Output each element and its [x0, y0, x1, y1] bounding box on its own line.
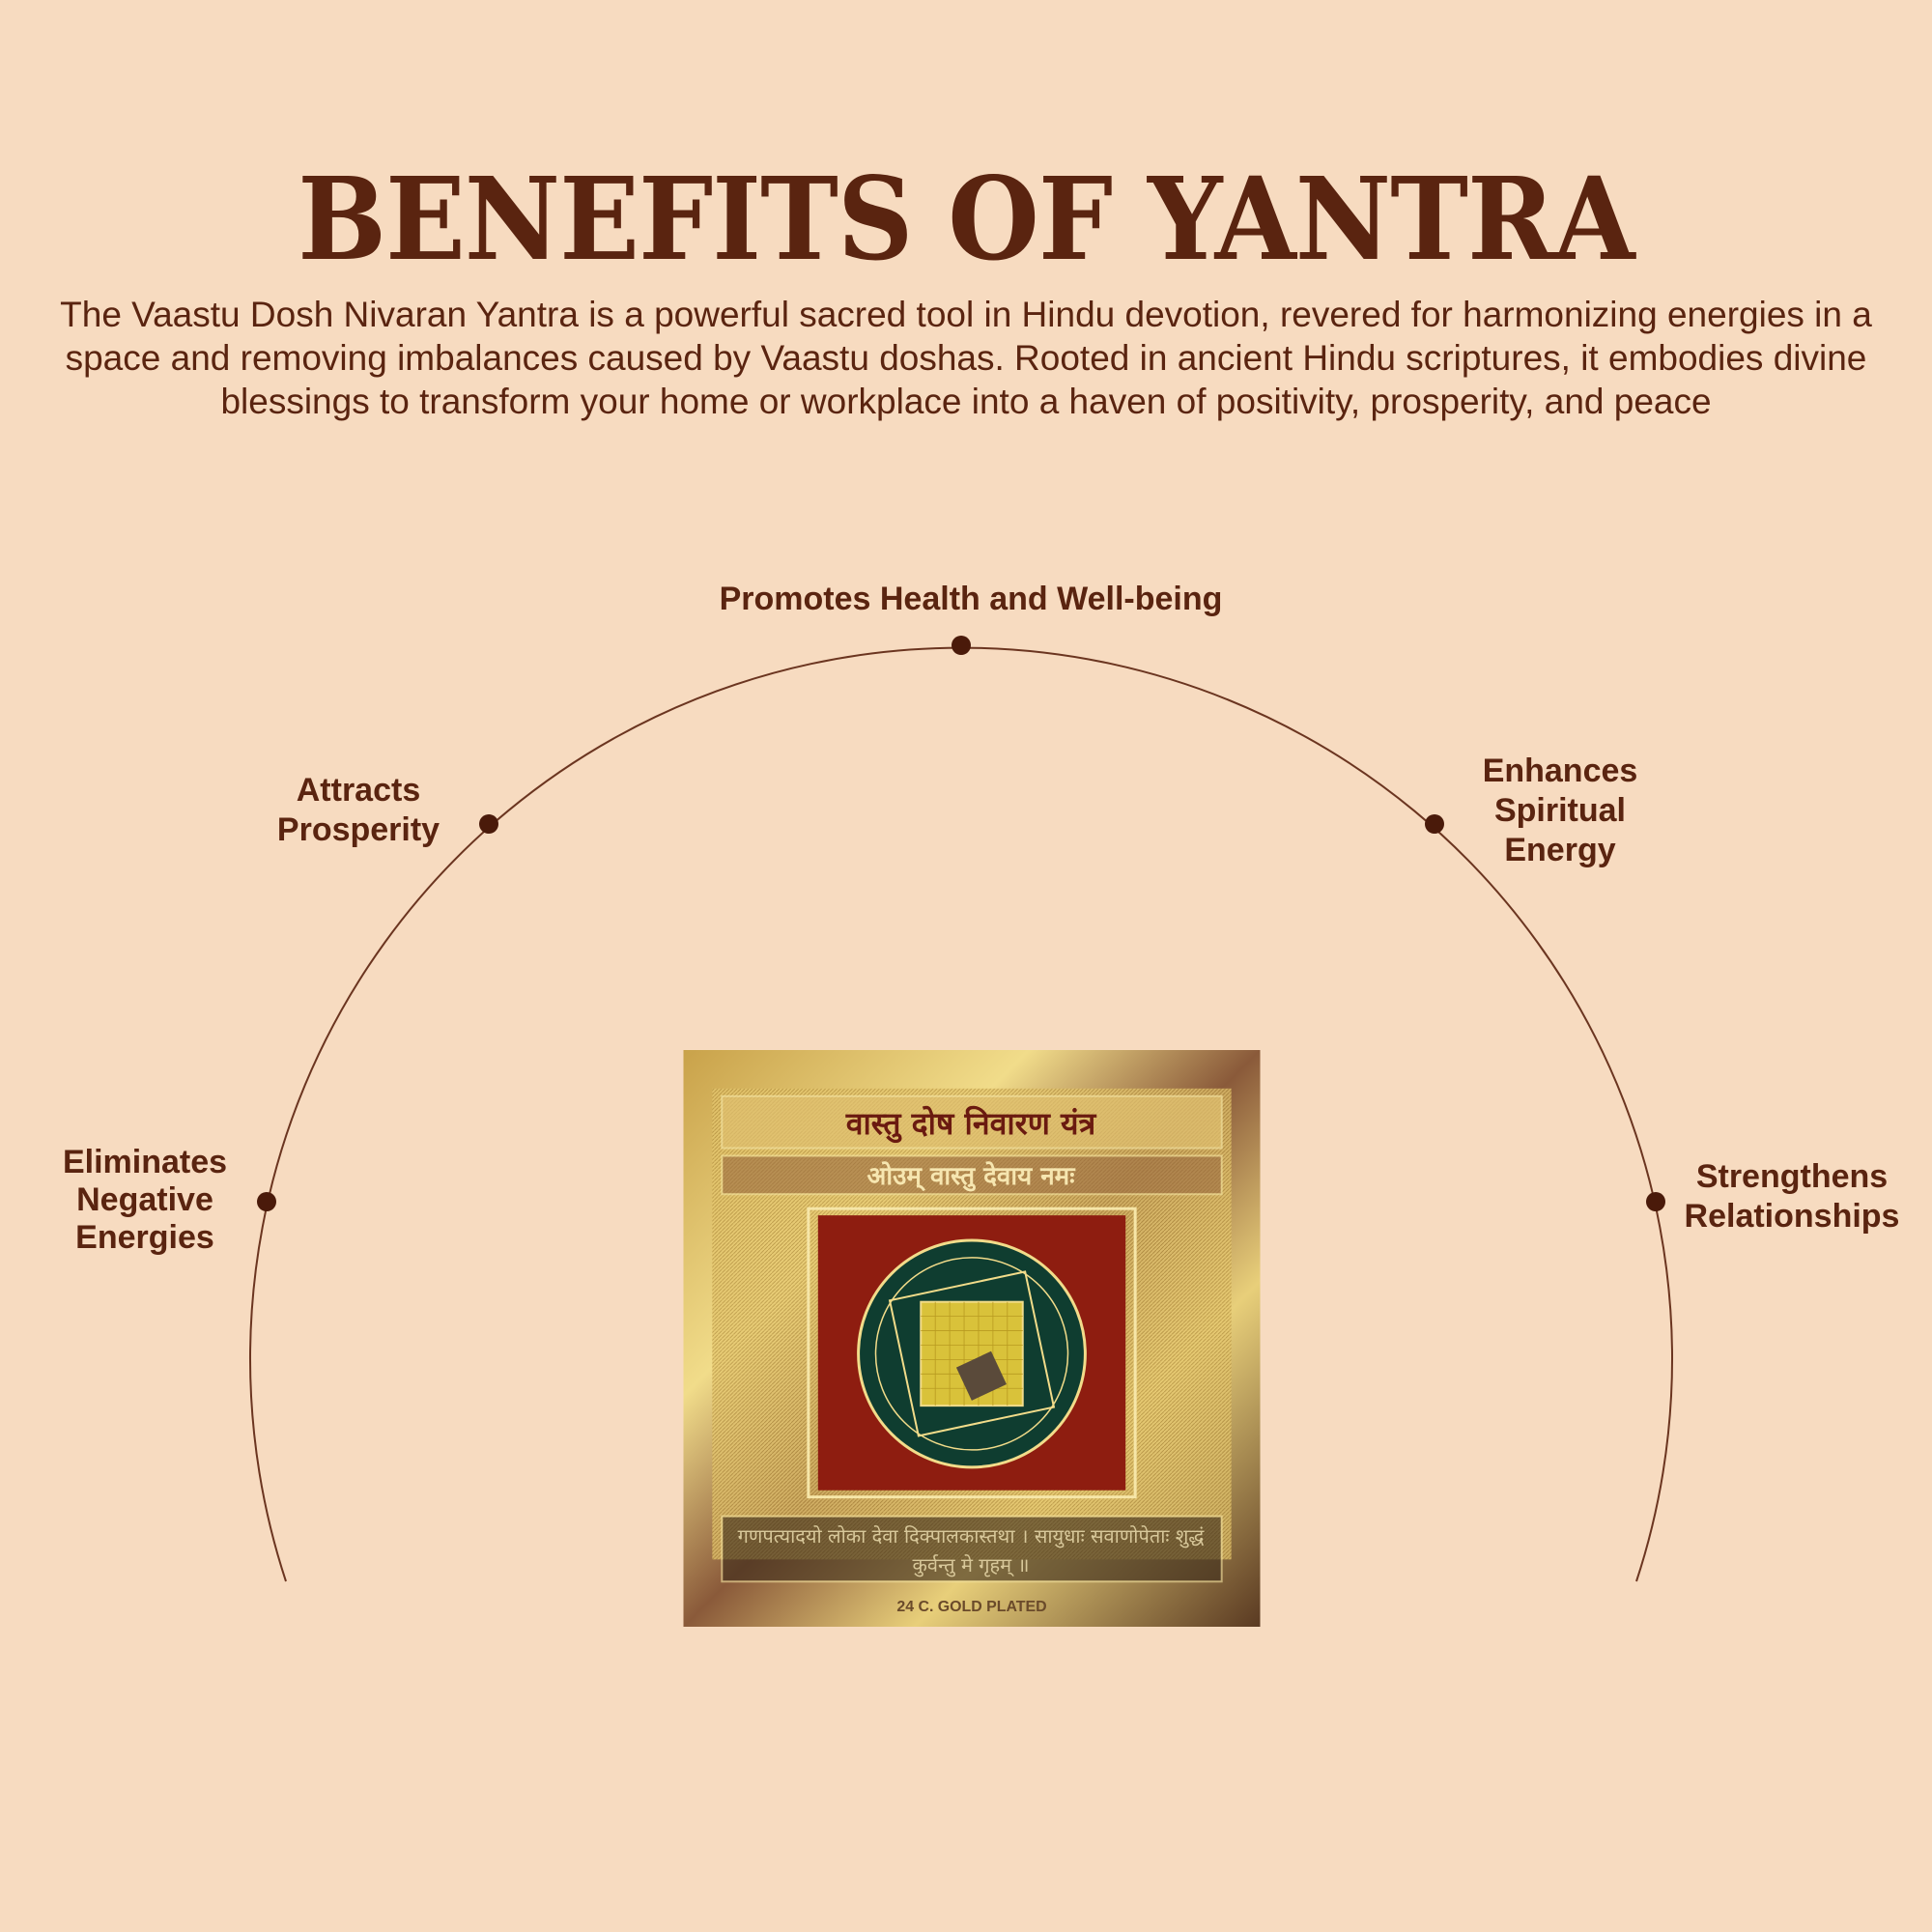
benefit-spiritual-energy: Enhances Spiritual Energy: [1482, 753, 1638, 868]
benefit-prosperity: Attracts Prosperity: [276, 772, 440, 848]
yantra-mantra-text: ओउम् वास्तु देवाय नमः: [867, 1162, 1075, 1191]
benefit-relationships: Strengthens Relationships: [1684, 1158, 1900, 1235]
benefit-dot: [952, 636, 971, 655]
yantra-heading-text: वास्तु दोष निवारण यंत्र: [845, 1105, 1096, 1142]
yantra-shloka-text: गणपत्यादयो लोका देवा दिक्पालकास्तथा । सा…: [737, 1524, 1205, 1577]
benefit-eliminates-negative: Eliminates Negative Energies: [62, 1144, 228, 1256]
benefit-health: Promotes Health and Well-being: [719, 581, 1223, 617]
description-text: The Vaastu Dosh Nivaran Yantra is a powe…: [60, 295, 1872, 421]
benefit-dot: [1646, 1192, 1665, 1211]
yantra-stamp-text: 24 C. GOLD PLATED: [896, 1599, 1046, 1615]
benefit-dot: [1425, 814, 1444, 834]
benefit-dot: [479, 814, 498, 834]
benefit-dot: [257, 1192, 276, 1211]
yantra-image: 24 C. GOLD PLATED: [683, 1050, 1261, 1627]
page-title: BENEFITS OF YANTRA: [298, 152, 1634, 286]
